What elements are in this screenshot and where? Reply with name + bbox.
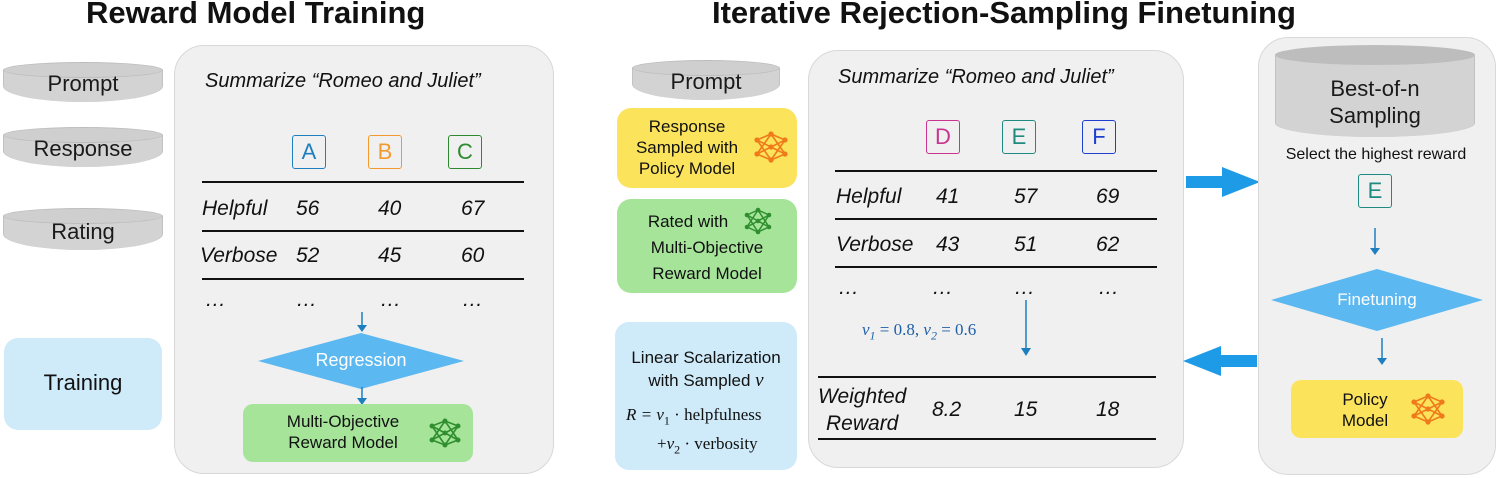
prompt-label: Prompt [670, 69, 742, 94]
cell-helpful-a: 56 [296, 197, 320, 220]
down-arrow-icon [357, 387, 367, 405]
left-prompt-text: Summarize “Romeo and Juliet” [205, 70, 481, 92]
row-label-verbose: Verbose [836, 233, 914, 256]
select-highest-label: Select the highest reward [1285, 146, 1467, 163]
cell-ellipsis-c: … [462, 288, 483, 311]
table-rule [835, 170, 1157, 172]
cell-ellipsis-e: … [1014, 276, 1035, 299]
cell-ellipsis-d: … [932, 276, 953, 299]
scalarization-line2: with Sampled [648, 371, 751, 390]
policy-network-icon [754, 131, 788, 163]
best-of-n-line1: Best-of-n [1330, 76, 1420, 101]
rated-with-line1: Rated with [647, 212, 729, 231]
weighted-value-d: 8.2 [932, 398, 962, 421]
prompt-cylinder: Prompt [3, 62, 163, 102]
training-label: Training [43, 370, 123, 395]
weighted-reward-label: Weighted Reward [818, 385, 907, 435]
table-rule [202, 181, 524, 183]
response-cylinder: Response [3, 127, 163, 167]
column-label-e: E [1002, 120, 1036, 154]
finetuning-label: Finetuning [1337, 290, 1417, 309]
response-sampled-box: Response Sampled with Policy Model [617, 108, 797, 188]
response-sampled-line3: Policy Model [638, 159, 736, 178]
prompt-label: Prompt [47, 71, 119, 96]
column-label-f: F [1082, 120, 1116, 154]
best-of-n-line2: Sampling [1329, 103, 1421, 128]
cell-verbose-d: 43 [936, 233, 960, 256]
table-rule [835, 266, 1157, 268]
finetuning-diamond [1271, 269, 1483, 331]
cell-helpful-c: 67 [461, 197, 485, 220]
cell-ellipsis-f: … [1098, 276, 1119, 299]
policy-model-box: Policy Model [1291, 380, 1463, 438]
column-label-b: B [368, 135, 402, 169]
cell-verbose-c: 60 [461, 244, 485, 267]
row-ellipsis: … [205, 288, 226, 311]
scalarization-var: v [755, 370, 764, 391]
row-ellipsis: … [838, 276, 859, 299]
column-label-d: D [926, 120, 960, 154]
cell-ellipsis-b: … [380, 288, 401, 311]
reward-training-panel [174, 45, 554, 474]
row-label-helpful: Helpful [836, 185, 902, 208]
reward-model-box: Multi-Objective Reward Model [243, 404, 473, 462]
rated-with-box: Rated with Multi-Objective Reward Model [617, 199, 797, 293]
weighted-value-f: 18 [1096, 398, 1120, 421]
cell-helpful-d: 41 [936, 185, 960, 208]
linear-scalarization-box: Linear Scalarization with Sampled v R = … [615, 322, 797, 470]
formula-line2: +v2 · verbosity [657, 434, 758, 457]
rating-cylinder: Rating [3, 208, 163, 250]
table-rule [202, 230, 524, 232]
best-of-n-cylinder: Best-of-n Sampling [1275, 45, 1475, 137]
regression-diamond [258, 333, 464, 389]
right-prompt-text: Summarize “Romeo and Juliet” [838, 66, 1114, 88]
cell-verbose-e: 51 [1014, 233, 1038, 256]
table-rule [818, 376, 1156, 378]
cell-verbose-b: 45 [378, 244, 402, 267]
row-label-verbose: Verbose [200, 244, 278, 267]
regression-label: Regression [315, 350, 407, 370]
formula-line1: R = v1 · helpfulness [626, 405, 762, 428]
table-rule [202, 278, 524, 280]
response-label: Response [33, 136, 133, 161]
down-arrow-icon [1377, 338, 1387, 365]
rating-label: Rating [51, 219, 115, 244]
reward-model-line2: Reward Model [288, 433, 398, 452]
reward-model-line1: Multi-Objective [286, 412, 400, 431]
cell-verbose-f: 62 [1096, 233, 1120, 256]
selected-response-e: E [1358, 174, 1392, 208]
policy-model-line2: Model [1341, 411, 1389, 430]
table-rule [835, 218, 1157, 220]
neural-network-icon [744, 207, 772, 235]
cell-helpful-f: 69 [1096, 185, 1120, 208]
response-sampled-line1: Response [648, 117, 726, 136]
right-section-title: Iterative Rejection-Sampling Finetuning [712, 0, 1296, 30]
prompt-cylinder: Prompt [632, 60, 780, 100]
scalarization-line1: Linear Scalarization [631, 348, 781, 367]
table-rule [818, 438, 1156, 440]
column-label-c: C [448, 135, 482, 169]
cell-ellipsis-a: … [296, 288, 317, 311]
rejection-sampling-panel [808, 50, 1184, 468]
rated-with-line3: Reward Model [652, 264, 762, 283]
left-section-title: Reward Model Training [86, 0, 426, 30]
down-arrow-icon [1370, 228, 1380, 255]
left-arrow-icon [1183, 346, 1257, 376]
cell-helpful-b: 40 [378, 197, 402, 220]
row-label-helpful: Helpful [202, 197, 268, 220]
weighted-value-e: 15 [1014, 398, 1038, 421]
weights-label: v1 = 0.8, v2 = 0.6 [862, 320, 977, 343]
right-arrow-icon [1186, 167, 1260, 197]
response-sampled-line2: Sampled with [635, 138, 739, 157]
neural-network-icon [429, 418, 461, 448]
down-arrow-icon [1021, 300, 1031, 356]
policy-model-line1: Policy [1342, 390, 1388, 409]
cell-verbose-a: 52 [296, 244, 320, 267]
rated-with-line2: Multi-Objective [650, 238, 764, 257]
down-arrow-icon [357, 312, 367, 332]
policy-network-icon [1411, 393, 1445, 425]
cell-helpful-e: 57 [1014, 185, 1038, 208]
column-label-a: A [292, 135, 326, 169]
training-box: Training [4, 338, 162, 430]
